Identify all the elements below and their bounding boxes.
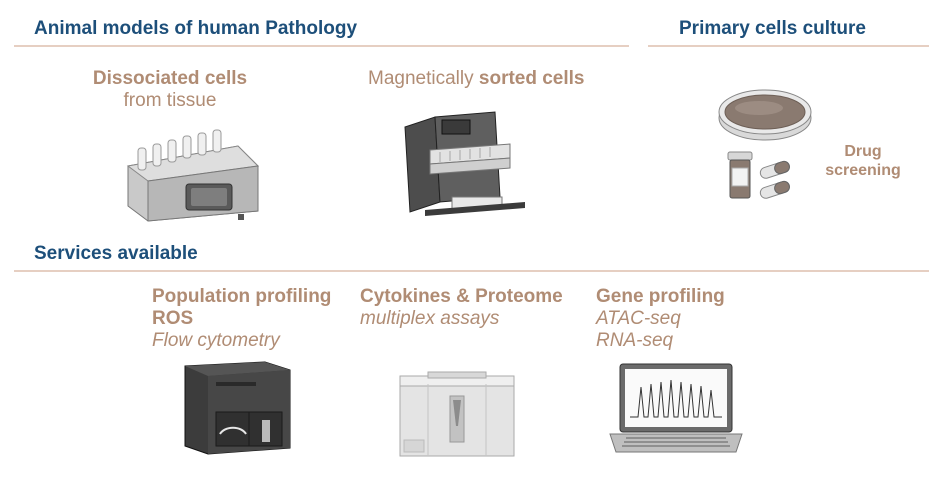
cytokines-method: multiplex assays: [360, 308, 500, 329]
section-divider-primary-cells: [648, 45, 929, 47]
population-profiling-ros: ROS: [152, 308, 194, 329]
section-title-primary-cells: Primary cells culture: [679, 18, 866, 39]
dissociated-cells-title: Dissociated cells: [92, 68, 248, 89]
dissociated-cells-subtitle: from tissue: [123, 90, 217, 111]
capsule-icon: [759, 160, 790, 199]
gene-profiling-label: Gene profiling ATAC-seq RNA-seq: [596, 286, 725, 352]
population-profiling-title: Population profiling: [152, 286, 332, 307]
dissociated-cells-label: Dissociated cells from tissue: [80, 68, 260, 112]
drug-screening-label: Drug screening: [818, 142, 908, 180]
section-divider-services: [14, 270, 929, 272]
magnetically-sorted-lead: Magnetically: [368, 68, 479, 89]
population-profiling-label: Population profiling ROS Flow cytometry: [152, 286, 331, 352]
pill-bottle-icon: [727, 151, 753, 199]
magnetically-sorted-label: Magnetically sorted cells: [368, 68, 585, 90]
tissue-dissociator-icon: [126, 129, 260, 222]
gene-profiling-title: Gene profiling: [596, 286, 725, 307]
laptop-chromatogram-icon: [609, 363, 743, 453]
population-profiling-method: Flow cytometry: [152, 330, 280, 351]
section-title-services: Services available: [34, 243, 198, 264]
multiplex-analyzer-icon: [399, 371, 515, 457]
drug-screening-line1: Drug: [844, 143, 882, 160]
section-title-animal-models: Animal models of human Pathology: [34, 18, 358, 39]
gene-profiling-atac: ATAC-seq: [596, 308, 681, 329]
magnetically-sorted-bold: sorted cells: [478, 68, 585, 89]
section-divider-animal-models: [14, 45, 629, 47]
gene-profiling-rna: RNA-seq: [596, 330, 674, 351]
petri-dish-icon: [718, 89, 812, 141]
drug-screening-line2: screening: [825, 162, 901, 179]
flow-cytometer-icon: [184, 361, 291, 455]
cytokines-label: Cytokines & Proteome multiplex assays: [360, 286, 563, 330]
cytokines-title: Cytokines & Proteome: [360, 286, 563, 307]
magnetic-cell-sorter-icon: [404, 111, 525, 216]
